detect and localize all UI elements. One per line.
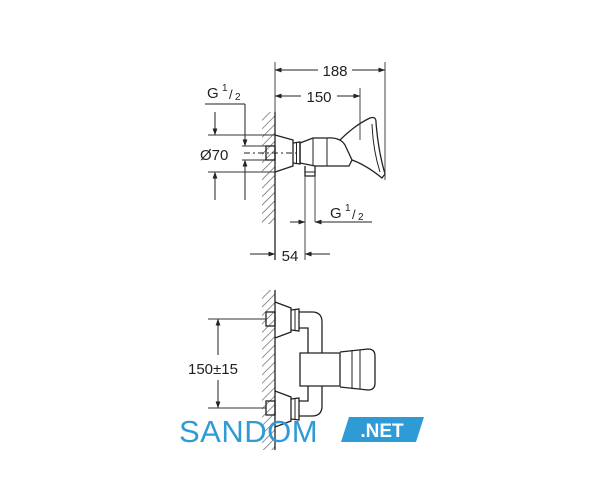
wall-hatch-bottom [262, 290, 275, 450]
dim-label-overall-length: 188 [322, 63, 347, 80]
dim-label-escutcheon-diameter: Ø70 [200, 147, 228, 164]
svg-text:/: / [229, 87, 233, 102]
inlet-thread-prefix: G [207, 85, 219, 102]
inlet-thread-numerator: 1 [222, 83, 228, 94]
side-view: 188 150 G 1 / 2 Ø70 G 1 / 2 54 [200, 60, 386, 265]
watermark-domain-badge [341, 417, 424, 442]
svg-text:/: / [352, 207, 356, 222]
watermark-brand: SANDOM [179, 414, 318, 449]
mixer-body-front [299, 352, 341, 387]
inlet-thread-denominator: 2 [235, 92, 241, 103]
wall-hatch-top [262, 112, 275, 224]
lever-handle [339, 116, 386, 179]
outlet-stub [304, 166, 316, 177]
dim-label-body-length: 150 [306, 89, 331, 106]
dim-label-center-distance: 150±15 [188, 361, 238, 378]
front-view: 150±15 [186, 290, 376, 450]
watermark-domain: .NET [360, 421, 404, 442]
escutcheon [274, 134, 294, 173]
watermark: SANDOM .NET [179, 414, 424, 449]
dim-label-outlet-offset: 54 [282, 248, 299, 265]
outlet-thread-denominator: 2 [358, 212, 364, 223]
outlet-thread-prefix: G [330, 205, 342, 222]
mixer-body [299, 137, 353, 167]
outlet-thread-numerator: 1 [345, 203, 351, 214]
lever-front [339, 348, 376, 391]
